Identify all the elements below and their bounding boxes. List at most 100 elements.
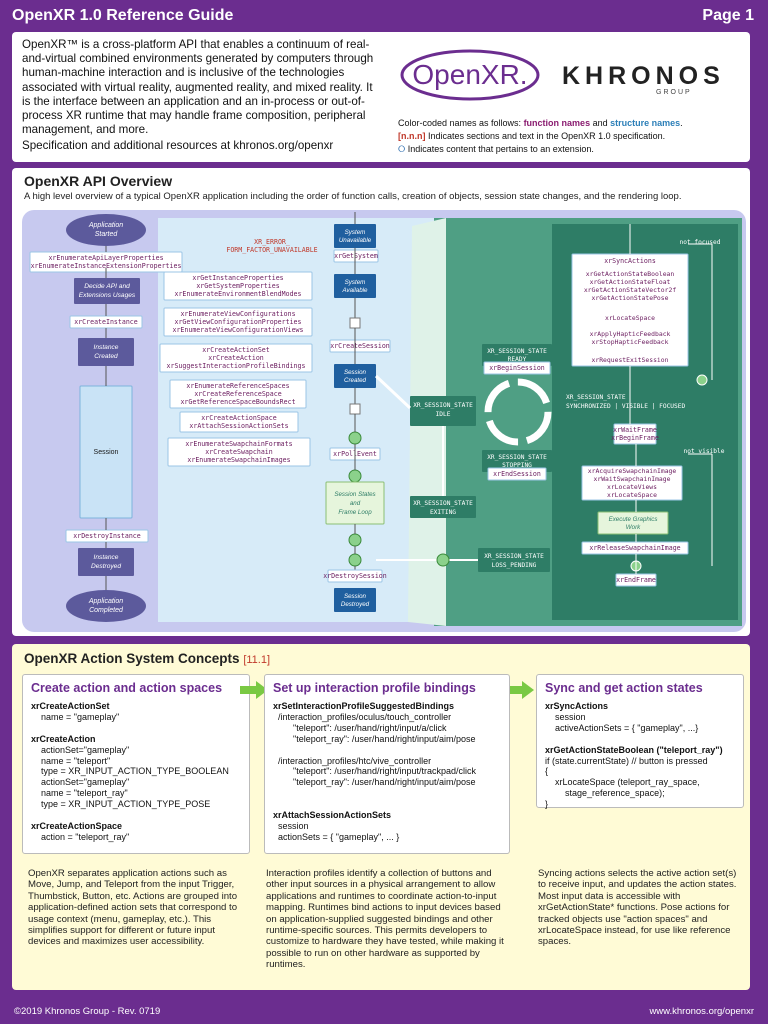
sync-state-label: SYNCHRONIZED | VISIBLE | FOCUSED xyxy=(566,403,685,410)
state-loss-label: XR_SESSION_STATE xyxy=(484,553,544,560)
view-config-calls-text: xrEnumerateViewConfigurations xyxy=(180,310,295,318)
state-ready-label: XR_SESSION_STATE xyxy=(487,348,547,355)
state-idle-label: XR_SESSION_STATE xyxy=(413,402,473,409)
card-sync-actions: Sync and get action states xrSyncActions… xyxy=(536,674,744,810)
begin-session-call-text: xrBeginSession xyxy=(489,364,545,372)
code-line: } xyxy=(545,799,549,810)
code-line: name = "teleport" xyxy=(31,755,111,766)
execute-graphics-label: Execute Graphics xyxy=(609,516,658,523)
acquire-text: xrLocateSpace xyxy=(607,491,657,499)
overview-diagram: ApplicationStartedxrEnumerateApiLayerPro… xyxy=(22,210,746,632)
code-line: xrCreateActionSpace xyxy=(31,820,123,831)
form-factor-error: XR_ERROR_ xyxy=(254,238,290,246)
code-line: session xyxy=(545,711,586,722)
system-available-label: Available xyxy=(342,287,369,294)
view-config-calls xyxy=(163,307,313,337)
app-completed-label: Completed xyxy=(89,607,124,614)
request-exit-text: xrRequestExitSession xyxy=(592,356,669,364)
enum-layers-calls-text: xrEnumerateApiLayerProperties xyxy=(48,254,163,262)
app-completed-label: Application xyxy=(88,598,123,605)
release-image-call-text: xrReleaseSwapchainImage xyxy=(589,544,680,552)
decide-label: Extensions Usages xyxy=(79,292,136,299)
spec-link[interactable]: Specification and additional resources a… xyxy=(22,139,334,152)
openxr-logo: OpenXR. xyxy=(400,49,540,101)
states-loop-label: and xyxy=(350,500,361,507)
openxr-logo-text: OpenXR. xyxy=(412,59,527,90)
execute-graphics-box xyxy=(597,511,669,535)
instance-created-box xyxy=(78,338,134,366)
code-line: xrSetInteractionProfileSuggestedBindings xyxy=(273,701,455,711)
instance-created-label: Created xyxy=(94,353,118,360)
reference-space-calls xyxy=(169,379,307,409)
action-space-calls-text: xrAttachSessionActionSets xyxy=(189,422,288,430)
state-exiting-label: EXITING xyxy=(430,509,456,516)
page-title: OpenXR 1.0 Reference Guide xyxy=(12,7,234,24)
code-line xyxy=(545,734,723,745)
session-label: Session xyxy=(94,449,119,456)
get-system-call-text: xrGetSystem xyxy=(334,252,378,260)
enum-layers-calls-text: xrEnumerateInstanceExtensionProperties xyxy=(31,262,182,270)
session-created-label: Created xyxy=(344,377,367,384)
legend-section-text: Indicates sections and text in the OpenX… xyxy=(425,131,666,141)
haptic-text: xrStopHapticFeedback xyxy=(592,338,669,346)
action-state-text: xrGetActionStateVector2f xyxy=(584,286,676,294)
instance-created-label: Instance xyxy=(94,344,119,351)
destroy-instance-call xyxy=(65,529,149,543)
footer-copyright: ©2019 Khronos Group - Rev. 0719 xyxy=(14,1006,161,1017)
code-line: xrGetActionStateBoolean ("teleport_ray") xyxy=(545,744,723,755)
action-system-panel: OpenXR Action System Concepts [11.1] Cre… xyxy=(12,644,750,990)
overview-subtitle: A high level overview of a typical OpenX… xyxy=(24,191,682,202)
card-sync-actions-code: xrSyncActions session activeActionSets =… xyxy=(545,701,723,810)
code-line: actionSets = { "gameplay", ... } xyxy=(273,831,400,842)
khronos-logo-group: GROUP xyxy=(656,89,692,96)
code-line xyxy=(273,788,476,799)
reference-space-calls-text: xrGetReferenceSpaceBoundsRect xyxy=(180,398,295,406)
code-line: type = XR_INPUT_ACTION_TYPE_BOOLEAN xyxy=(31,766,229,777)
desc-interaction-bindings: Interaction profiles identify a collecti… xyxy=(266,868,504,971)
code-line: /interaction_profiles/htc/vive_controlle… xyxy=(273,755,432,766)
flow-arrow-1-shaft xyxy=(240,686,258,694)
session-created-label: Session xyxy=(344,369,367,376)
loss-node xyxy=(436,553,450,567)
get-system-call xyxy=(333,249,379,263)
system-available-label: System xyxy=(345,279,366,286)
state-loss-box xyxy=(478,548,550,572)
loop-node-4 xyxy=(348,553,362,567)
create-session-call xyxy=(329,339,391,353)
end-frame-call-text: xrEndFrame xyxy=(616,576,656,584)
destroy-session-call xyxy=(327,569,383,583)
legend-and: and xyxy=(590,118,611,128)
destroy-session-call-text: xrDestroySession xyxy=(323,572,387,580)
state-stopping-label: STOPPING xyxy=(502,462,532,469)
system-unavailable-label: Unavailable xyxy=(339,237,372,244)
end-session-call xyxy=(487,467,547,481)
khronos-logo: KHRONOS xyxy=(562,62,725,90)
release-image-call xyxy=(581,541,689,555)
code-line: actionSet="gameplay" xyxy=(31,744,130,755)
states-loop-label: Frame Loop xyxy=(338,509,372,516)
state-idle-label: IDLE xyxy=(436,411,451,418)
legend-section-tag: [n.n.n] xyxy=(398,131,426,141)
system-property-calls xyxy=(163,271,313,301)
instance-destroyed-label: Destroyed xyxy=(91,563,121,570)
code-line: action = "teleport_ray" xyxy=(31,831,130,842)
app-started-label: Application xyxy=(88,222,123,229)
code-line xyxy=(31,723,229,734)
swapchain-calls-text: xrEnumerateSwapchainFormats xyxy=(185,440,292,448)
destroy-instance-call-text: xrDestroyInstance xyxy=(73,532,141,540)
code-line: xrAttachSessionActionSets xyxy=(273,810,392,821)
execute-graphics-label: Work xyxy=(626,524,641,531)
code-line: "teleport_ray": /user/hand/right/input/a… xyxy=(273,733,476,744)
acquire-text: xrWaitSwapchainImage xyxy=(594,475,671,483)
legend-period: . xyxy=(680,118,683,128)
intro-panel: OpenXR™ is a cross-platform API that ena… xyxy=(12,32,750,162)
app-started-node xyxy=(66,214,146,246)
sync-node xyxy=(696,374,708,386)
system-property-calls-text: xrGetSystemProperties xyxy=(196,282,279,290)
system-unavailable-label: System xyxy=(345,229,366,236)
action-system-title: OpenXR Action System Concepts [11.1] xyxy=(24,651,270,666)
code-line: { xyxy=(545,766,549,777)
footer-url[interactable]: www.khronos.org/openxr xyxy=(649,1006,754,1017)
session-destroyed-label: Session xyxy=(344,593,367,600)
code-line: "teleport": /user/hand/right/input/track… xyxy=(273,766,476,777)
